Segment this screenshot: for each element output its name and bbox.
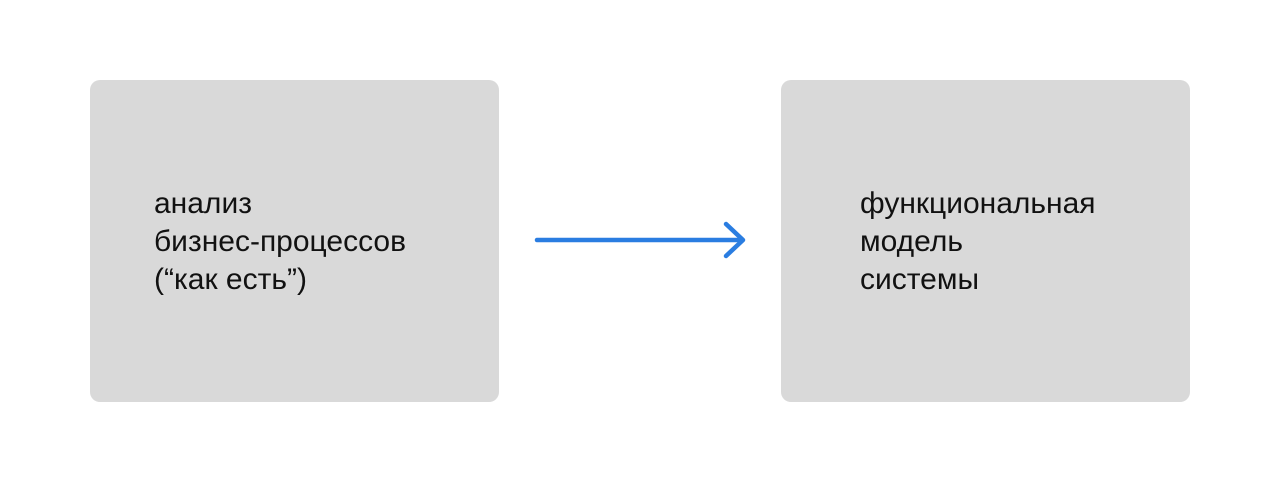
label-line: функциональная	[860, 187, 1096, 220]
label-line: (“как есть”)	[154, 263, 307, 296]
label-line: системы	[860, 263, 980, 296]
label-line: анализ	[154, 187, 252, 220]
process-box-as-is-label: анализ бизнес-процессов (“как есть”)	[154, 185, 406, 299]
arrow-head	[723, 221, 746, 259]
arrow-right-icon	[534, 221, 746, 259]
functional-model-box-label: функциональная модель системы	[860, 185, 1096, 299]
label-line: бизнес-процессов	[154, 225, 407, 258]
process-box-as-is	[90, 80, 499, 402]
label-line: модель	[860, 225, 963, 258]
functional-model-box	[781, 80, 1190, 402]
